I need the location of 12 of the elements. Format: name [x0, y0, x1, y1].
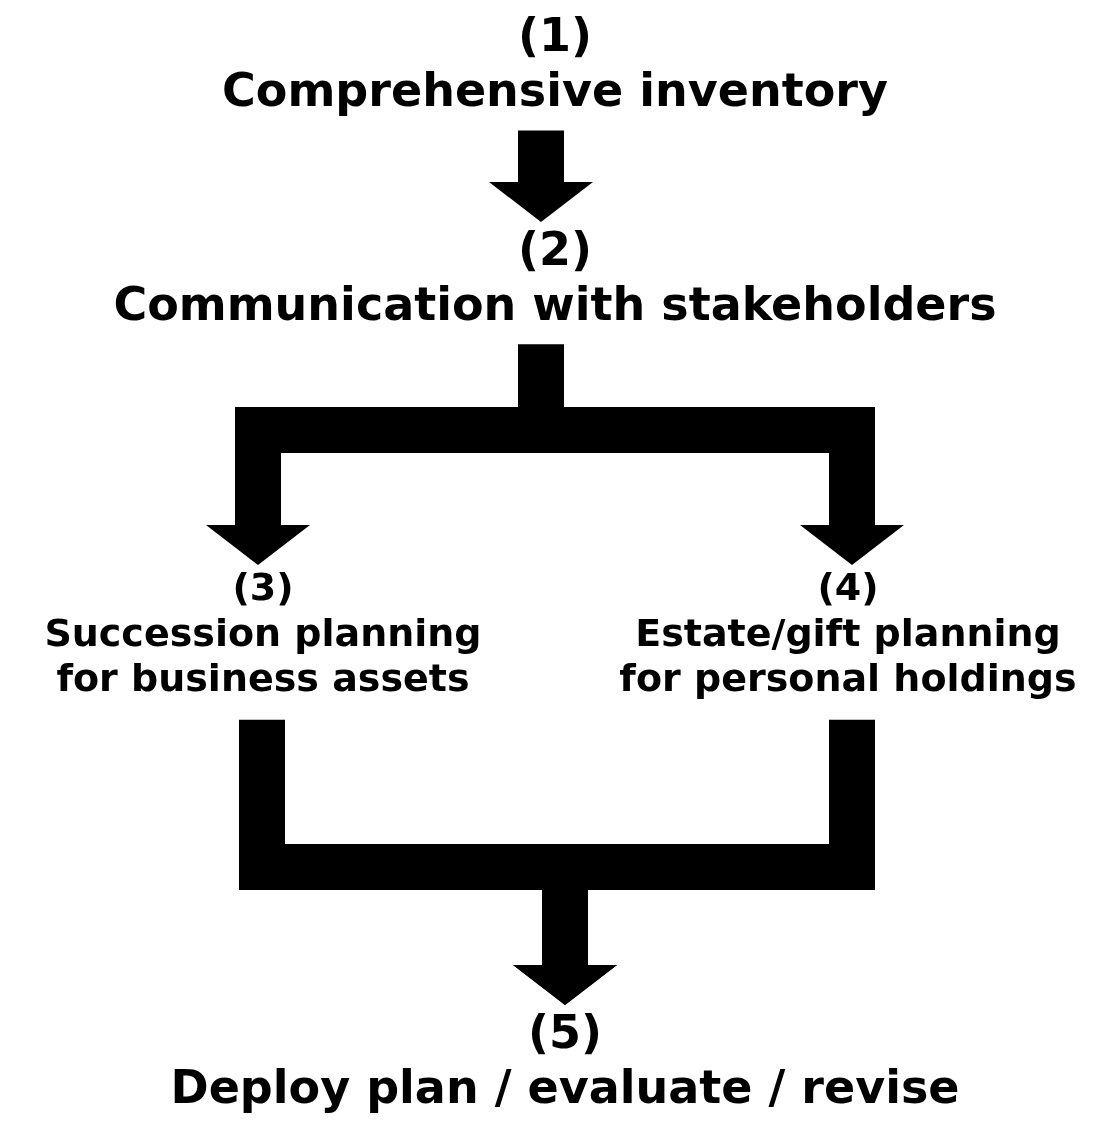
step-number: (4) [816, 565, 880, 611]
step-number: (2) [516, 222, 594, 278]
block-arrow [489, 130, 593, 222]
step-number: (5) [526, 1005, 604, 1061]
step-label: Comprehensive inventory [221, 63, 889, 119]
step-label: Estate/gift planning for personal holdings [618, 610, 1078, 702]
step-label: Communication with stakeholders [112, 277, 998, 333]
block-arrow [518, 344, 904, 565]
step-number: (3) [231, 565, 295, 611]
step-number: (1) [516, 8, 594, 64]
step-label: Deploy plan / evaluate / revise [169, 1060, 961, 1116]
step-label: Succession planning for business assets [43, 610, 483, 702]
